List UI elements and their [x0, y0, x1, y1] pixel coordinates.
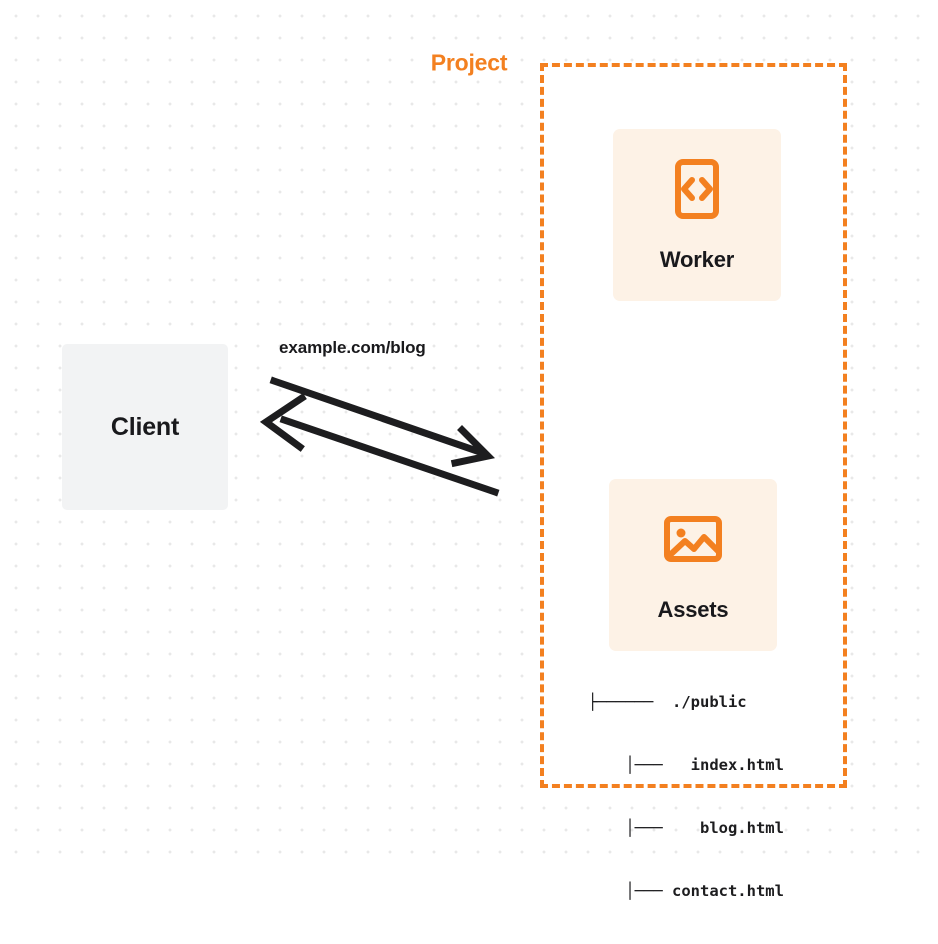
file-tree-line: │─── contact.html: [588, 882, 784, 900]
request-arrow: [269, 376, 496, 468]
image-icon: [664, 516, 722, 562]
file-tree-line: │─── blog.html: [588, 819, 784, 837]
file-tree-line: │─── index.html: [588, 756, 784, 774]
file-tree-line: ├────── ./public: [588, 693, 747, 711]
assets-node[interactable]: Assets: [609, 479, 777, 651]
worker-node[interactable]: Worker: [613, 129, 781, 301]
client-node-label: Client: [110, 412, 180, 441]
assets-node-label: Assets: [657, 597, 729, 622]
project-container-title: Project: [421, 49, 517, 77]
response-arrow: [259, 393, 500, 497]
client-node[interactable]: Client: [62, 344, 228, 510]
diagram-canvas: Client example.com/blog Project Worker: [0, 0, 938, 900]
code-document-icon: [675, 159, 719, 219]
worker-node-label: Worker: [659, 247, 735, 272]
connection-url-label: example.com/blog: [279, 338, 426, 357]
assets-file-tree: ├────── ./public │─── index.html │─── bl…: [588, 650, 784, 944]
